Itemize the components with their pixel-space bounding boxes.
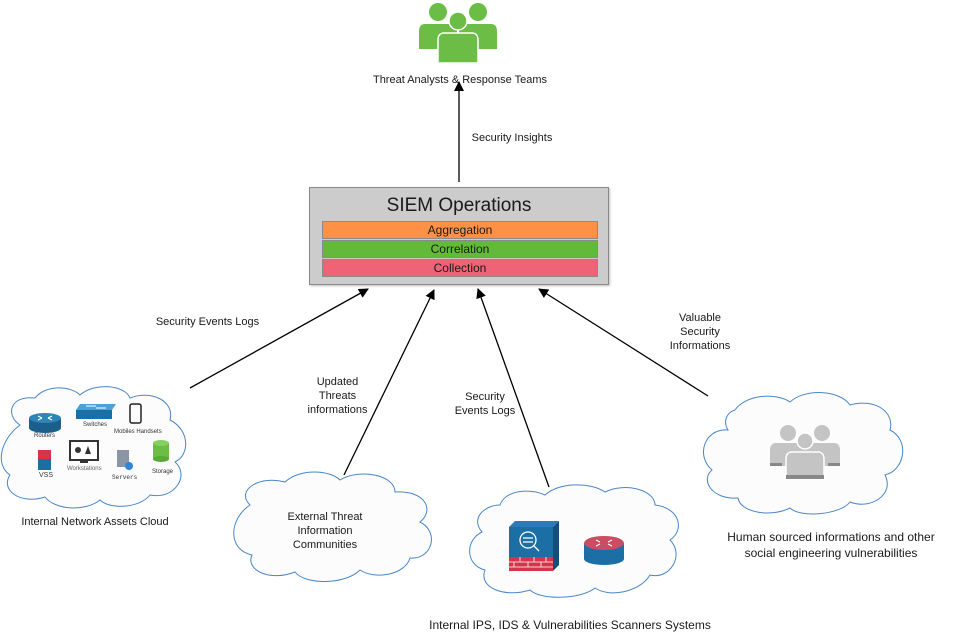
siem-title: SIEM Operations — [386, 195, 532, 216]
human-cloud-line-1: Human sourced informations and other — [727, 530, 935, 544]
ips-edge-label: Security Events Logs — [445, 390, 525, 418]
external-edge-label: Updated Threats informations — [300, 375, 375, 417]
human-edge-label: Valuable Security Informations — [660, 311, 740, 353]
network-cloud-label: Internal Network Assets Cloud — [21, 516, 169, 528]
external-cloud-line-1: External Threat — [287, 511, 363, 523]
people-group-icon — [419, 3, 497, 64]
human-group-icon — [770, 425, 840, 480]
asset-label-mobiles: Mobiles Handsets — [114, 429, 162, 435]
external-cloud-line-3: Communities — [292, 539, 358, 551]
network-edge-label: Security Events Logs — [155, 316, 260, 328]
router-icon — [29, 413, 61, 433]
ips-edge-line-2: Events Logs — [454, 405, 516, 417]
arrow-ips-to-siem — [476, 288, 550, 488]
asset-label-routers: Routers — [34, 433, 56, 439]
external-edge-line-1: Updated — [316, 376, 359, 388]
layer-collection: Collection — [322, 259, 598, 277]
human-edge-line-1: Valuable — [679, 312, 721, 324]
human-edge-line-3: Informations — [669, 340, 731, 352]
threat-analysts-label: Threat Analysts & Response Teams — [372, 74, 548, 86]
ips-edge-line-1: Security — [465, 391, 505, 403]
security-insights-label: Security Insights — [471, 132, 553, 144]
switch-icon — [76, 404, 116, 419]
siem-operations-box: SIEM Operations Aggregation Correlation … — [309, 187, 609, 285]
human-cloud-line-2: social engineering vulnerabilities — [744, 546, 918, 560]
external-cloud-line-2: Information — [297, 525, 353, 537]
external-edge-line-2: Threats — [318, 390, 357, 402]
asset-label-workstations: Workstations — [67, 466, 102, 472]
human-edge-line-2: Security — [680, 326, 720, 338]
ips-cloud-label: Internal IPS, IDS & Vulnerabilities Scan… — [429, 618, 711, 632]
arrow-human-to-siem — [538, 288, 709, 397]
arrow-network-to-siem — [189, 288, 369, 389]
external-edge-line-3: informations — [307, 404, 368, 416]
workstation-icon — [69, 440, 99, 463]
human-cloud-label: Human sourced informations and other soc… — [700, 529, 955, 561]
asset-label-vss: VSS — [39, 472, 54, 479]
ips-firewall-icon — [509, 521, 559, 571]
asset-label-switches: Switches — [83, 422, 108, 428]
asset-label-storage: Storage — [152, 469, 174, 475]
external-threat-cloud — [233, 471, 432, 582]
ips-ids-cloud — [469, 484, 679, 598]
storage-icon — [153, 440, 169, 462]
arrow-external-to-siem — [343, 289, 435, 476]
server-icon — [117, 450, 133, 470]
mobile-handset-icon — [129, 403, 142, 424]
ips-router-icon — [584, 536, 624, 565]
external-cloud-label: External Threat Information Communities — [255, 510, 395, 552]
layer-correlation: Correlation — [322, 240, 598, 258]
asset-label-servers: Servers — [112, 474, 138, 481]
vss-icon — [38, 450, 51, 470]
layer-aggregation: Aggregation — [322, 221, 598, 239]
